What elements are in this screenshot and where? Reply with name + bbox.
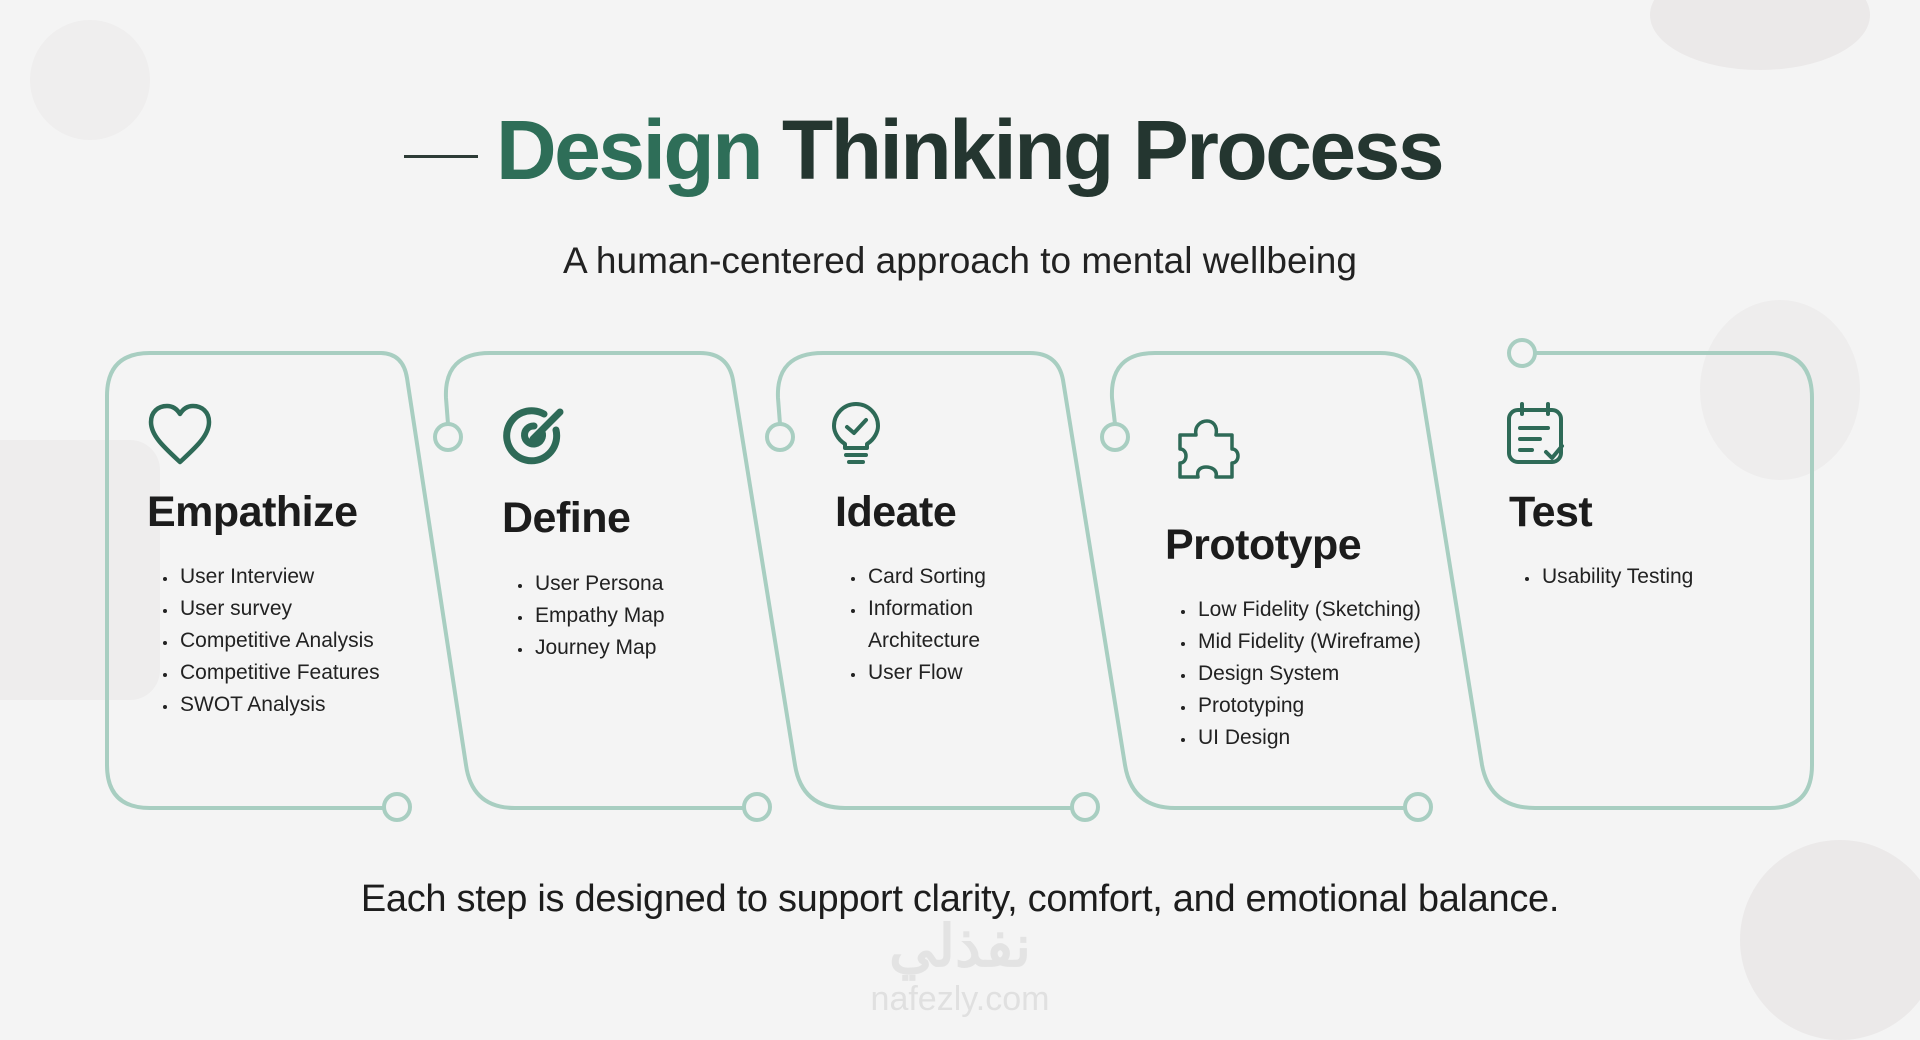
background-question-decoration [1700, 300, 1860, 480]
list-item: Design System [1196, 658, 1421, 690]
connector-dot [742, 792, 772, 822]
card-outline-ideate [775, 351, 1407, 810]
list-item: Mid Fidelity (Wireframe) [1196, 626, 1421, 658]
connector-dot [382, 792, 412, 822]
step-title-test: Test [1509, 488, 1593, 536]
list-item: User Flow [866, 657, 1016, 689]
step-list-define: User Persona Empathy Map Journey Map [513, 568, 665, 664]
step-title-empathize: Empathize [147, 488, 358, 536]
lightbulb-icon [832, 402, 880, 464]
list-item: Empathy Map [533, 600, 665, 632]
list-item: Prototyping [1196, 690, 1421, 722]
watermark-latin: nafezly.com [870, 980, 1050, 1018]
title-accent: Design [496, 103, 764, 197]
list-item: User Interview [178, 561, 380, 593]
target-icon [503, 407, 564, 465]
card-outline-prototype [1109, 351, 1814, 810]
list-item: Usability Testing [1540, 561, 1693, 593]
list-item: User survey [178, 593, 380, 625]
step-list-ideate: Card Sorting Information Architecture Us… [846, 561, 1016, 689]
heart-icon [148, 403, 212, 465]
card-outline-empathize [105, 351, 746, 810]
card-outline-define [443, 351, 1074, 810]
page-title: Design Thinking Process [404, 100, 1445, 200]
connector-dot [433, 422, 463, 452]
background-leaf-decoration [30, 20, 150, 140]
watermark-arabic: نفذلي [889, 914, 1031, 979]
list-item: User Persona [533, 568, 665, 600]
step-list-test: Usability Testing [1520, 561, 1693, 593]
connector-dot [1403, 792, 1433, 822]
title-dash [404, 155, 478, 159]
background-cloud-decoration [1740, 840, 1920, 1040]
connector-dot [765, 422, 795, 452]
step-title-define: Define [502, 494, 631, 542]
list-item: Competitive Analysis [178, 625, 380, 657]
connector-dot [1070, 792, 1100, 822]
step-title-prototype: Prototype [1165, 521, 1362, 569]
clipboard-check-icon [1507, 402, 1564, 464]
puzzle-icon [1178, 419, 1240, 479]
list-item: Low Fidelity (Sketching) [1196, 594, 1421, 626]
connector-dot [1100, 422, 1130, 452]
list-item: Card Sorting [866, 561, 1016, 593]
list-item: UI Design [1196, 722, 1421, 754]
list-item: SWOT Analysis [178, 689, 380, 721]
connector-dot [1507, 338, 1537, 368]
background-puzzle-decoration [0, 440, 160, 700]
list-item: Competitive Features [178, 657, 380, 689]
footer-tagline: Each step is designed to support clarity… [360, 878, 1560, 920]
subtitle: A human-centered approach to mental well… [563, 240, 1357, 281]
list-item: Journey Map [533, 632, 665, 664]
step-list-empathize: User Interview User survey Competitive A… [158, 561, 380, 721]
title-rest: Thinking Process [781, 103, 1445, 197]
step-list-prototype: Low Fidelity (Sketching) Mid Fidelity (W… [1176, 594, 1421, 754]
list-item: Information Architecture [866, 593, 1016, 657]
step-title-ideate: Ideate [835, 488, 957, 536]
